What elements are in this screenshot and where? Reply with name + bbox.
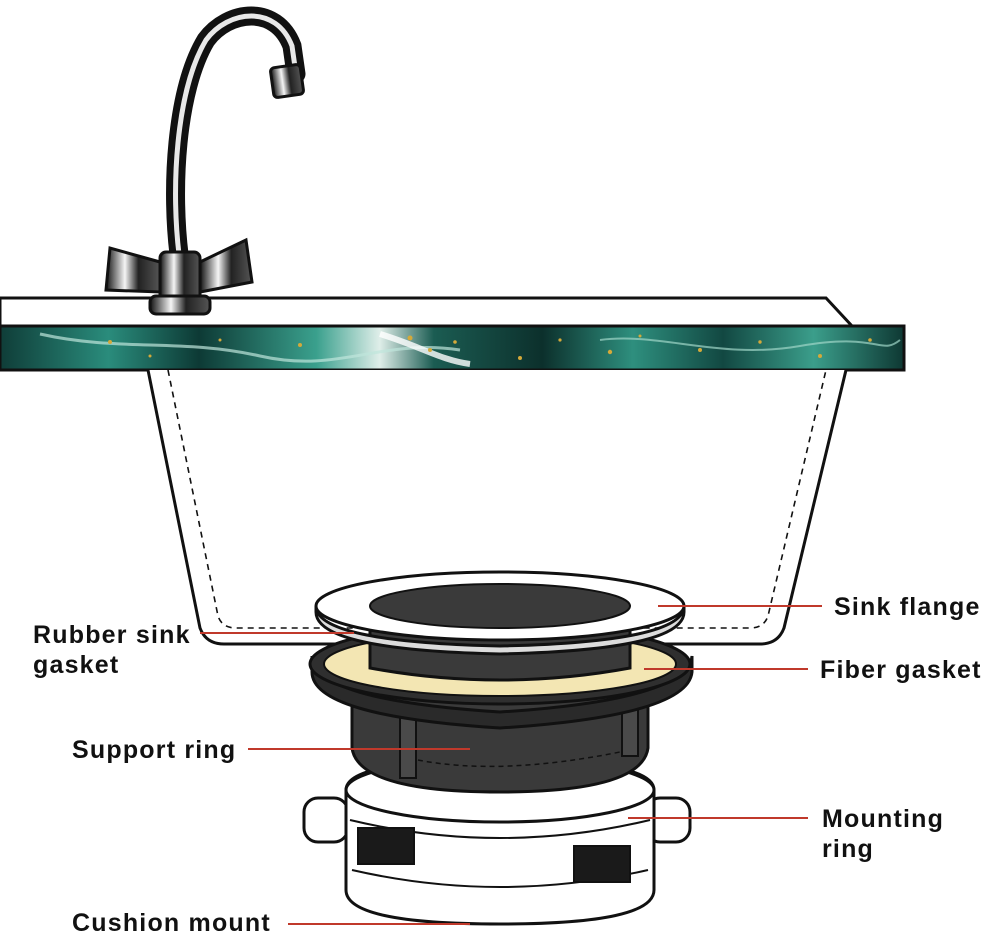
leader-lines <box>200 605 822 925</box>
label-mounting-ring-line2: ring <box>822 835 875 863</box>
label-cushion-mount: Cushion mount <box>72 909 271 937</box>
countertop-marble <box>0 324 906 372</box>
label-rubber-sink-gasket-line1: Rubber sink <box>33 621 191 649</box>
faucet-icon <box>104 6 306 316</box>
label-mounting-ring-line1: Mounting <box>822 805 945 833</box>
countertop-surface <box>0 296 856 328</box>
sink-flange <box>314 570 686 656</box>
label-support-ring: Support ring <box>72 736 237 764</box>
garbage-disposal-assembly <box>302 570 694 926</box>
label-fiber-gasket: Fiber gasket <box>820 656 982 684</box>
label-sink-flange: Sink flange <box>834 593 981 621</box>
fiber-gasket <box>310 655 694 730</box>
label-rubber-sink-gasket-line2: gasket <box>33 651 120 679</box>
